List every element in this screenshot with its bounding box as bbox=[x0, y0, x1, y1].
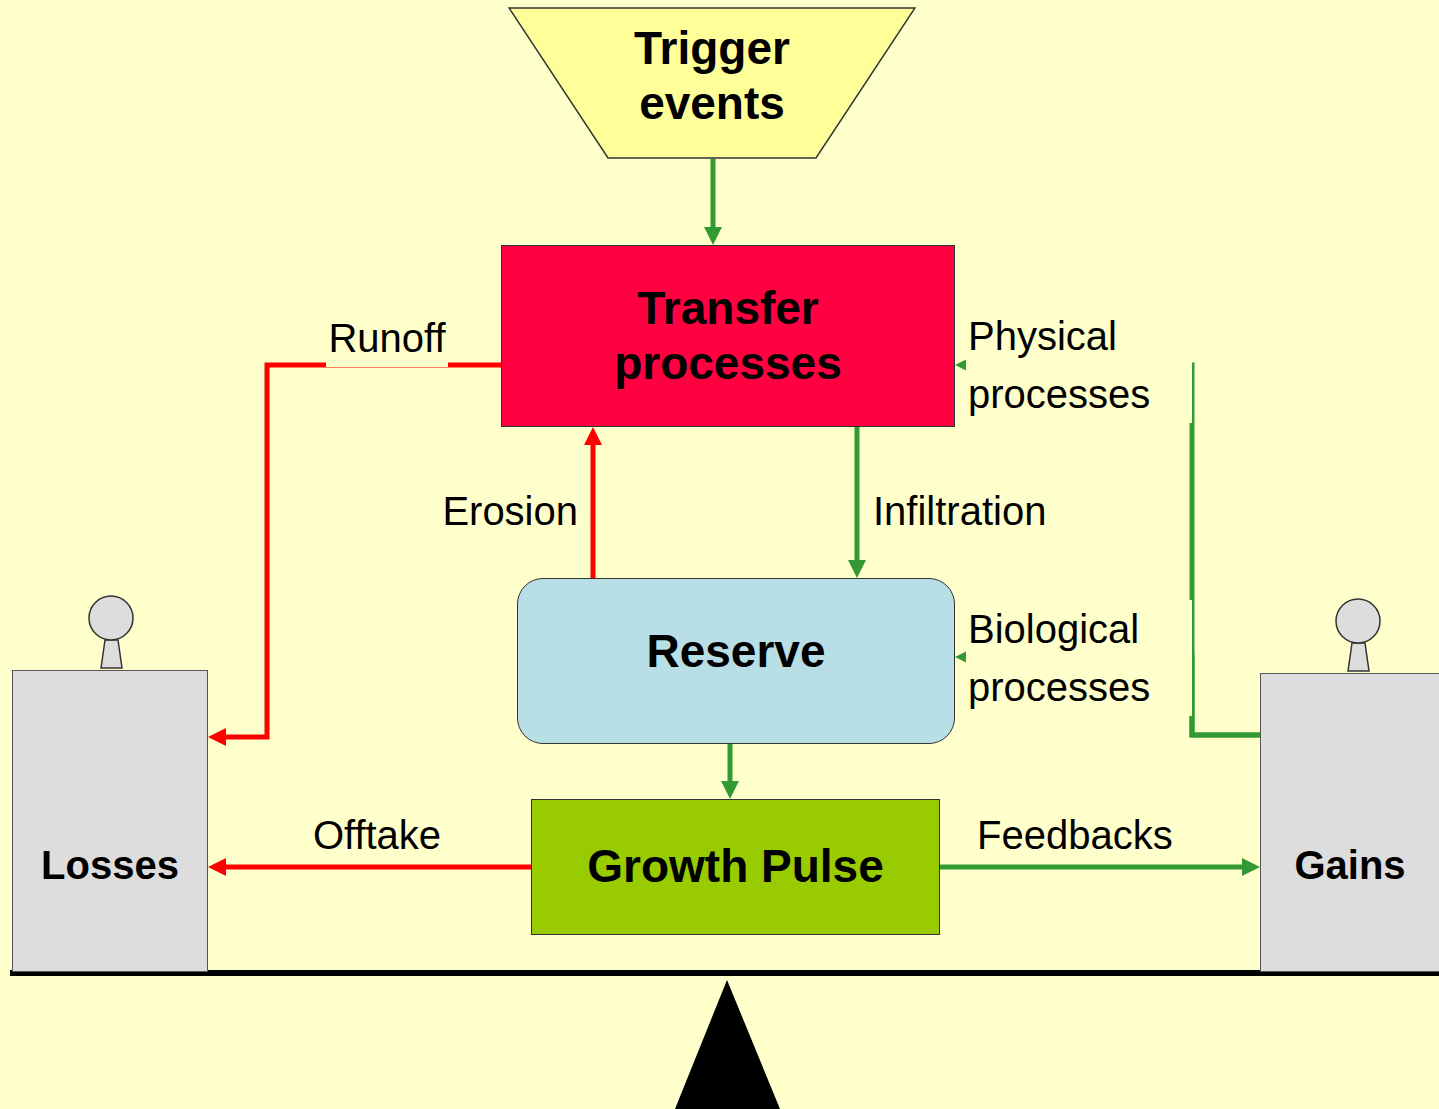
edge-label: Biological processes bbox=[966, 600, 1192, 716]
node-text: Gains bbox=[1294, 841, 1405, 889]
gains-weight: Gains bbox=[1260, 673, 1439, 972]
flow-arrow bbox=[848, 427, 866, 578]
weight-handle bbox=[1348, 643, 1369, 671]
edge-label: Runoff bbox=[326, 309, 447, 367]
growth-box: Growth Pulse bbox=[531, 799, 940, 935]
trigger-funnel: Trigger events bbox=[508, 7, 916, 159]
weight-knob bbox=[89, 596, 133, 640]
fulcrum bbox=[675, 980, 780, 1109]
node-text: Reserve bbox=[646, 624, 825, 679]
node-text: Transfer processes bbox=[578, 281, 878, 391]
process-box: Transfer processes bbox=[501, 245, 955, 427]
edge-label: Offtake bbox=[311, 806, 443, 864]
edge-label: Infiltration bbox=[871, 482, 1048, 540]
node-text: Growth Pulse bbox=[587, 839, 883, 894]
weight-handle bbox=[101, 640, 122, 668]
edge-label: Physical processes bbox=[966, 307, 1192, 423]
flow-arrow bbox=[721, 744, 739, 799]
weight-knob bbox=[1336, 599, 1380, 643]
edge-label: Feedbacks bbox=[975, 806, 1175, 864]
flow-arrow bbox=[584, 427, 602, 578]
losses-weight: Losses bbox=[12, 670, 208, 972]
reserve-box: Reserve bbox=[517, 578, 955, 744]
node-text: Losses bbox=[41, 841, 179, 889]
node-text: Trigger events bbox=[602, 21, 822, 131]
edge-label: Erosion bbox=[440, 482, 580, 540]
flow-arrow bbox=[704, 159, 722, 245]
balance-beam bbox=[10, 970, 1439, 976]
flow-arrow bbox=[208, 365, 501, 746]
